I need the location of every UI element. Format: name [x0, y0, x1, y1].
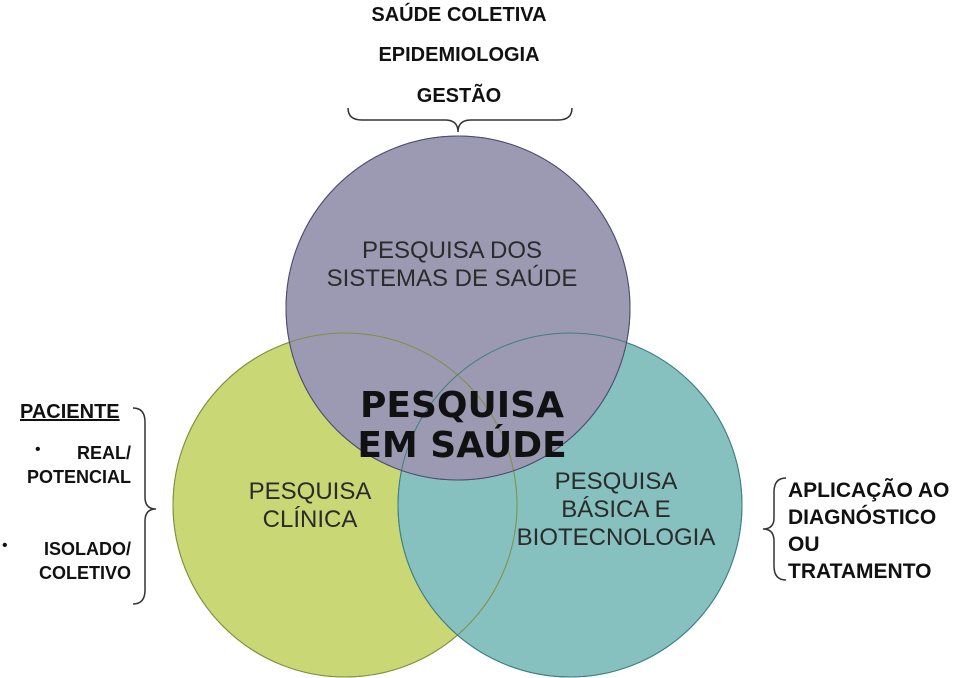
center-title-line-1: PESQUISA	[360, 385, 564, 426]
right-application-label: APLICAÇÃO AO DIAGNÓSTICO OU TRATAMENTO	[788, 477, 949, 585]
label-saude-coletiva: SAÚDE COLETIVA	[371, 4, 547, 26]
right-circle-line-1: PESQUISA	[554, 468, 678, 495]
right-label-line-2: DIAGNÓSTICO	[788, 506, 937, 529]
top-circle-line-2: SISTEMAS DE SAÚDE	[326, 265, 578, 292]
left-circle-text: PESQUISA CLÍNICA	[230, 478, 390, 534]
bullet-icon: •	[2, 537, 8, 554]
paciente-heading: PACIENTE	[20, 401, 120, 423]
right-brace	[762, 477, 787, 581]
left-item-real-potencial: REAL/ POTENCIAL	[10, 441, 131, 489]
left-item-2-line-1: ISOLADO/	[43, 539, 131, 559]
bullet-icon: •	[35, 441, 41, 458]
left-item-1-line-2: POTENCIAL	[26, 467, 131, 487]
circle-top-outline	[285, 135, 631, 481]
top-brace	[347, 107, 573, 133]
right-label-line-1: APLICAÇÃO AO	[788, 479, 950, 502]
top-circle-text: PESQUISA DOS SISTEMAS DE SAÚDE	[300, 237, 604, 293]
label-epidemiologia: EPIDEMIOLOGIA	[378, 44, 540, 66]
label-gestao: GESTÃO	[416, 85, 502, 107]
left-circle-line-1: PESQUISA	[248, 478, 372, 505]
right-circle-text: PESQUISA BÁSICA E BIOTECNOLOGIA	[506, 468, 726, 552]
left-brace	[132, 407, 157, 605]
left-circle-line-2: CLÍNICA	[262, 506, 358, 533]
right-label-line-4: TRATAMENTO	[788, 560, 932, 583]
right-label-line-3: OU	[788, 533, 820, 556]
left-item-1-line-1: REAL/	[77, 443, 131, 463]
right-circle-line-2: BÁSICA E	[561, 496, 671, 523]
right-circle-line-3: BIOTECNOLOGIA	[516, 524, 716, 551]
center-title-line-2: EM SAÚDE	[357, 425, 567, 466]
circle-left-outline	[172, 332, 518, 678]
circle-right-outline	[397, 332, 743, 678]
left-item-2-line-2: COLETIVO	[38, 563, 131, 583]
top-circle-line-1: PESQUISA DOS	[361, 237, 543, 264]
center-title: PESQUISA EM SAÚDE	[342, 386, 582, 466]
left-item-isolado-coletivo: ISOLADO/ COLETIVO	[10, 537, 131, 585]
